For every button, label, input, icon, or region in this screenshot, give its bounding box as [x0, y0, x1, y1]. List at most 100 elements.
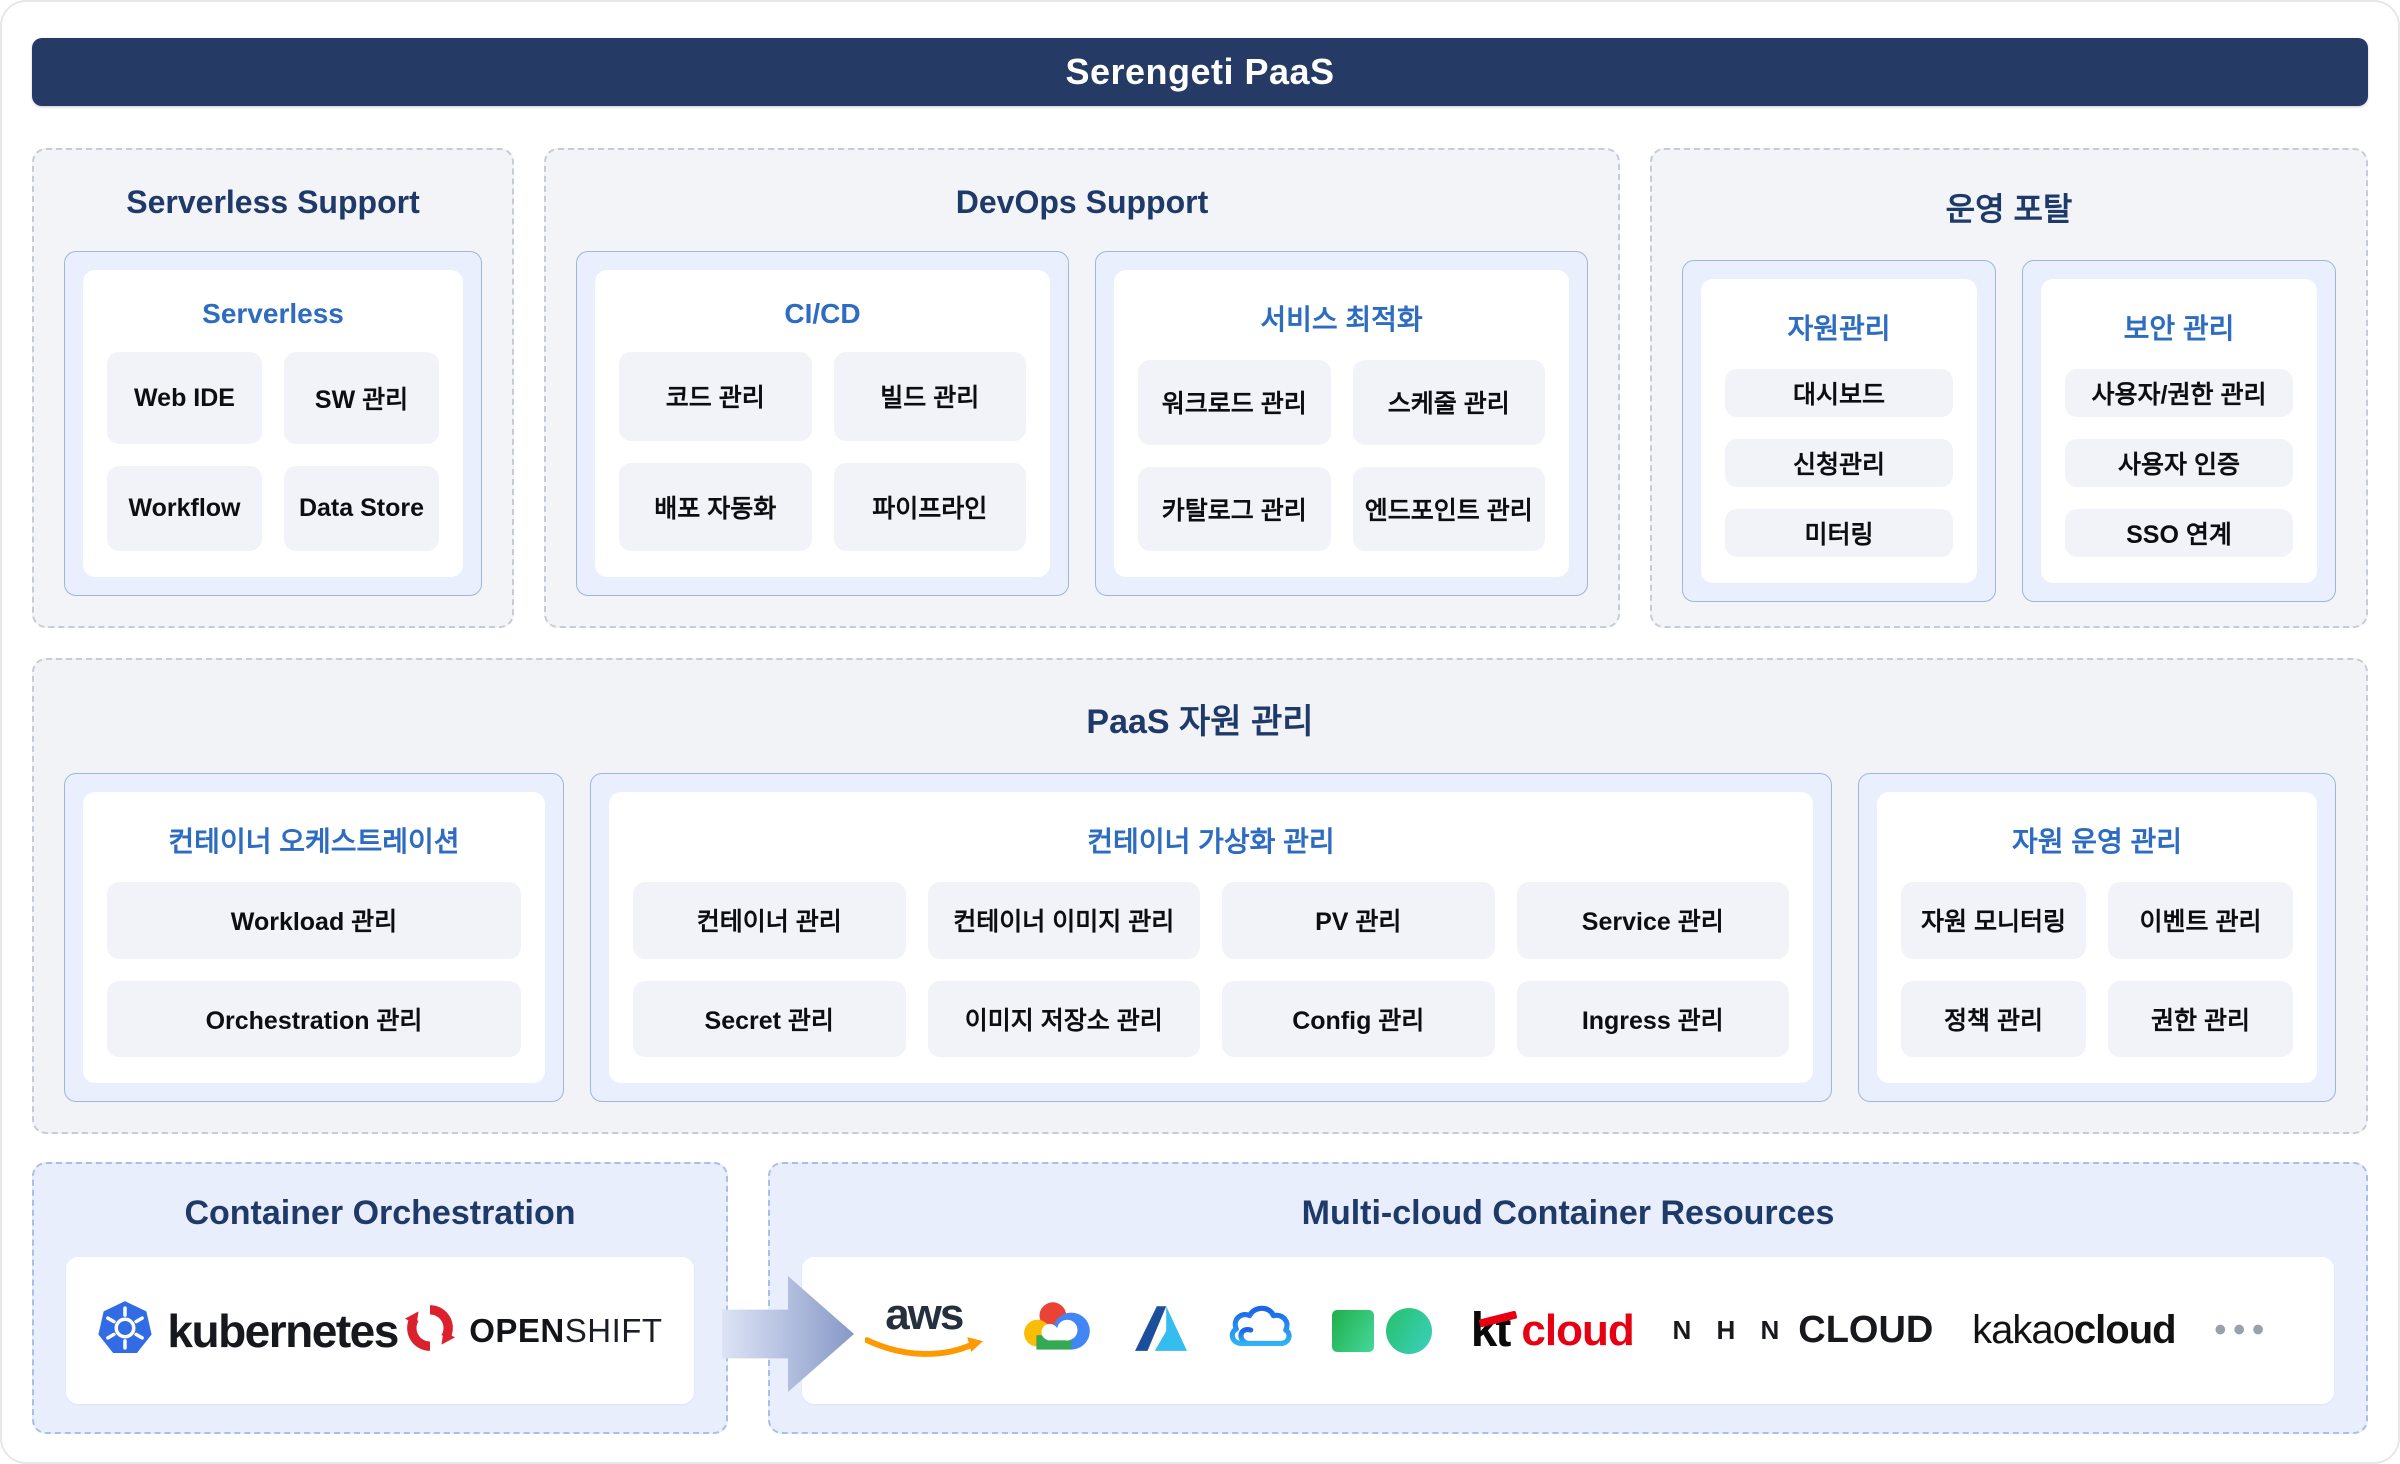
- feature-chip: Web IDE: [107, 352, 262, 444]
- feature-chip: 컨테이너 관리: [633, 882, 906, 959]
- feature-chip: Workflow: [107, 466, 262, 551]
- group-card-cicd: CI/CD 코드 관리 빌드 관리 배포 자동화 파이프라인: [576, 251, 1069, 596]
- top-row: Serverless Support Serverless Web IDE SW…: [32, 148, 2368, 628]
- openshift-wordmark: OPENSHIFT: [469, 1311, 663, 1349]
- nhn-cloud-logo: N H N CLOUD: [1672, 1309, 1934, 1351]
- feature-chip: 권한 관리: [2108, 980, 2293, 1057]
- module-card: Serverless Web IDE SW 관리 Workflow Data S…: [83, 270, 463, 577]
- blue-cloud-icon: [1227, 1302, 1293, 1359]
- card-title: 컨테이너 가상화 관리: [1087, 826, 1335, 857]
- panel-devops-support: DevOps Support CI/CD 코드 관리 빌드 관리 배포 자동화 …: [544, 148, 1620, 628]
- cards-row: CI/CD 코드 관리 빌드 관리 배포 자동화 파이프라인 서비스 최적화: [576, 251, 1588, 596]
- feature-chip: 빌드 관리: [833, 352, 1026, 441]
- card-title: CI/CD: [784, 298, 861, 329]
- google-cloud-icon: [1022, 1300, 1096, 1361]
- feature-chip: Orchestration 관리: [107, 980, 521, 1057]
- chip-grid: 워크로드 관리 스케줄 관리 카탈로그 관리 엔드포인트 관리: [1138, 360, 1545, 551]
- kt-cloud-wordmark: cloud: [1521, 1305, 1634, 1355]
- cards-row: 컨테이너 오케스트레이션 Workload 관리 Orchestration 관…: [64, 773, 2336, 1102]
- module-card: 컨테이너 가상화 관리 컨테이너 관리 컨테이너 이미지 관리 PV 관리 Se…: [609, 792, 1813, 1083]
- aws-wordmark: aws: [885, 1290, 964, 1340]
- feature-chip: 정책 관리: [1901, 980, 2086, 1057]
- feature-chip: 파이프라인: [833, 462, 1026, 551]
- middle-row: PaaS 자원 관리 컨테이너 오케스트레이션 Workload 관리 Orch…: [32, 658, 2368, 1134]
- chip-grid: 사용자/권한 관리 사용자 인증 SSO 연계: [2065, 369, 2293, 557]
- kt-wordmark: kt: [1471, 1303, 1518, 1358]
- feature-chip: Ingress 관리: [1516, 980, 1789, 1057]
- feature-chip: Config 관리: [1222, 980, 1495, 1057]
- kakaocloud-logo: kakaocloud: [1972, 1308, 2176, 1352]
- panel-serverless-support: Serverless Support Serverless Web IDE SW…: [32, 148, 514, 628]
- card-title: 서비스 최적화: [1260, 304, 1423, 335]
- panel-paas-resource-mgmt: PaaS 자원 관리 컨테이너 오케스트레이션 Workload 관리 Orch…: [32, 658, 2368, 1134]
- more-providers-icon: •••: [2214, 1311, 2272, 1349]
- aws-smile-icon: [863, 1336, 983, 1365]
- group-card-resource-operation: 자원 운영 관리 자원 모니터링 이벤트 관리 정책 관리 권한 관리: [1858, 773, 2336, 1102]
- feature-chip: 사용자/권한 관리: [2065, 369, 2293, 417]
- module-card: 자원 운영 관리 자원 모니터링 이벤트 관리 정책 관리 권한 관리: [1877, 792, 2317, 1083]
- app-header: Serengeti PaaS: [32, 38, 2368, 106]
- module-card: 자원관리 대시보드 신청관리 미터링: [1701, 279, 1977, 583]
- feature-chip: Data Store: [284, 466, 439, 551]
- kubernetes-wordmark: kubernetes: [167, 1304, 399, 1357]
- green-circle-icon: [1385, 1307, 1432, 1354]
- group-card-security-mgmt: 보안 관리 사용자/권한 관리 사용자 인증 SSO 연계: [2022, 260, 2336, 602]
- feature-chip: 대시보드: [1725, 369, 1953, 417]
- panel-title: Container Orchestration: [184, 1194, 576, 1232]
- chip-grid: Workload 관리 Orchestration 관리: [107, 882, 521, 1057]
- chip-grid: 컨테이너 관리 컨테이너 이미지 관리 PV 관리 Service 관리 Sec…: [633, 882, 1789, 1057]
- feature-chip: 배포 자동화: [619, 462, 812, 551]
- cards-row: 자원관리 대시보드 신청관리 미터링 보안 관리 사용자/권한 관리 사용자: [1682, 260, 2336, 602]
- panel-title: DevOps Support: [955, 184, 1209, 220]
- feature-chip: 이벤트 관리: [2108, 882, 2293, 959]
- group-card-container-orchestration: 컨테이너 오케스트레이션 Workload 관리 Orchestration 관…: [64, 773, 564, 1102]
- orchestration-logo-card: kubernetes OPENSHIFT: [66, 1257, 694, 1404]
- kt-cloud-logo: kt cloud: [1471, 1303, 1635, 1358]
- feature-chip: 워크로드 관리: [1138, 360, 1331, 445]
- feature-chip: 스케줄 관리: [1352, 360, 1545, 445]
- feature-chip: 컨테이너 이미지 관리: [927, 882, 1200, 959]
- panel-title: PaaS 자원 관리: [1086, 703, 1314, 741]
- panel-operation-portal: 운영 포탈 자원관리 대시보드 신청관리 미터링 보안 관리: [1650, 148, 2368, 628]
- card-title: 자원 운영 관리: [2011, 826, 2183, 857]
- group-card-service-optimization: 서비스 최적화 워크로드 관리 스케줄 관리 카탈로그 관리 엔드포인트 관리: [1095, 251, 1588, 596]
- module-card: 컨테이너 오케스트레이션 Workload 관리 Orchestration 관…: [83, 792, 545, 1083]
- openshift-icon: [405, 1303, 456, 1358]
- page-title: Serengeti PaaS: [1065, 51, 1335, 92]
- feature-chip: 엔드포인트 관리: [1352, 466, 1545, 551]
- panel-container-orchestration: Container Orchestration: [32, 1162, 728, 1434]
- group-card-container-virtualization: 컨테이너 가상화 관리 컨테이너 관리 컨테이너 이미지 관리 PV 관리 Se…: [590, 773, 1832, 1102]
- feature-chip: 카탈로그 관리: [1138, 466, 1331, 551]
- card-title: 자원관리: [1787, 313, 1891, 344]
- aws-logo: aws: [863, 1290, 983, 1365]
- panel-title: Multi-cloud Container Resources: [1301, 1194, 1835, 1232]
- panel-title: 운영 포탈: [1945, 191, 2073, 227]
- feature-chip: Service 관리: [1516, 882, 1789, 959]
- group-card-resource-mgmt: 자원관리 대시보드 신청관리 미터링: [1682, 260, 1996, 602]
- chip-grid: 코드 관리 빌드 관리 배포 자동화 파이프라인: [619, 352, 1026, 551]
- feature-chip: 사용자 인증: [2065, 439, 2293, 487]
- feature-chip: 자원 모니터링: [1901, 882, 2086, 959]
- card-title: 컨테이너 오케스트레이션: [168, 826, 460, 857]
- group-card-serverless: Serverless Web IDE SW 관리 Workflow Data S…: [64, 251, 482, 596]
- chip-grid: 대시보드 신청관리 미터링: [1725, 369, 1953, 557]
- openshift-logo: OPENSHIFT: [405, 1303, 662, 1358]
- chip-grid: 자원 모니터링 이벤트 관리 정책 관리 권한 관리: [1901, 882, 2293, 1057]
- feature-chip: SSO 연계: [2065, 509, 2293, 557]
- feature-chip: 코드 관리: [619, 352, 812, 441]
- card-title: Serverless: [202, 298, 344, 329]
- kubernetes-icon: [97, 1300, 153, 1361]
- multicloud-logo-card: aws: [802, 1257, 2334, 1404]
- module-card: 서비스 최적화 워크로드 관리 스케줄 관리 카탈로그 관리 엔드포인트 관리: [1114, 270, 1569, 577]
- panel-title: Serverless Support: [126, 184, 420, 220]
- card-title: 보안 관리: [2123, 313, 2235, 344]
- panel-multicloud-resources: Multi-cloud Container Resources aws: [768, 1162, 2368, 1434]
- feature-chip: 이미지 저장소 관리: [927, 980, 1200, 1057]
- feature-chip: SW 관리: [284, 352, 439, 444]
- chip-grid: Web IDE SW 관리 Workflow Data Store: [107, 352, 439, 551]
- feature-chip: Secret 관리: [633, 980, 906, 1057]
- feature-chip: Workload 관리: [107, 882, 521, 959]
- azure-icon: [1134, 1303, 1188, 1358]
- module-card: 보안 관리 사용자/권한 관리 사용자 인증 SSO 연계: [2041, 279, 2317, 583]
